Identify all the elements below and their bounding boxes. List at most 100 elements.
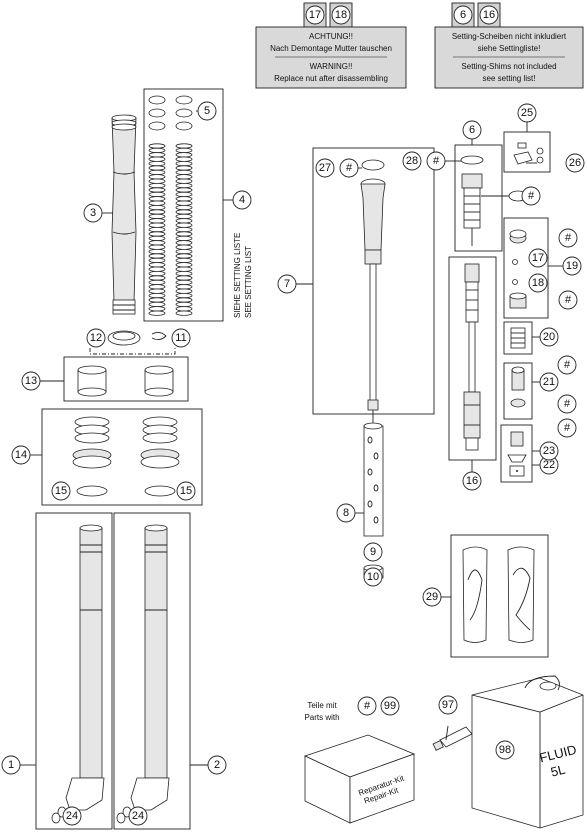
parts-with-hash: #: [364, 700, 371, 712]
fork-protector-tube: [111, 114, 137, 315]
notice-left-line-3: WARNING!!: [310, 62, 353, 71]
part-16-box: [448, 256, 497, 461]
parts-with-number: 99: [384, 700, 396, 712]
spring-coil-2: [175, 310, 193, 316]
repair-kit-box: Reparatur-Kit Repair-Kit: [303, 734, 416, 824]
part-19-box: [503, 217, 549, 319]
notice-left: 17 18 ACHTUNG!! Nach Demontage Mutter ta…: [255, 2, 407, 89]
notice-left-badge-1: 17: [309, 9, 321, 21]
callout-circle-c4: [232, 190, 252, 210]
notice-right-line-2: siehe Settingliste!: [478, 44, 541, 53]
bushings: [77, 365, 174, 397]
callout-label-c21: 21: [543, 376, 555, 388]
spring-coil-2: [175, 253, 193, 259]
spring-coil-2: [175, 284, 193, 290]
spring-coil-2: [175, 169, 193, 175]
callout-label-c20: 20: [543, 331, 555, 343]
spring-coil-2: [175, 231, 193, 237]
callout-label-c9: 9: [370, 546, 376, 558]
spring-coil-2: [175, 249, 193, 255]
callout-label-h21b: #: [564, 398, 571, 410]
callout-circle-c23: [539, 441, 559, 461]
callout-label-c29: 29: [426, 591, 438, 603]
fork-seals: [72, 416, 180, 497]
spring-coil-2: [175, 257, 193, 263]
notice-right-badge-2: 16: [483, 9, 495, 21]
notice-left-badge-2: 18: [335, 9, 347, 21]
spring-coil-2: [175, 183, 193, 189]
spring-coil-2: [175, 292, 193, 299]
notice-right-badge-1: 6: [460, 9, 466, 21]
fork-guards: [462, 546, 535, 643]
spring-coil-1: [148, 183, 166, 189]
perforated-tube: [363, 422, 384, 537]
parts-with-legend: Teile mit Parts with # 99: [304, 696, 400, 722]
callout-circle-c1: [1, 755, 21, 775]
fluid-can-line-2: 5L: [549, 762, 567, 780]
spring-coil-2: [175, 262, 193, 268]
callout-label-c25: 25: [521, 107, 533, 119]
callout-label-c24a: 24: [66, 810, 78, 822]
spring-coil-2: [175, 152, 193, 158]
part-6-box: [454, 144, 503, 252]
callout-label-c11: 11: [175, 332, 186, 344]
spring-coil-1: [148, 227, 166, 233]
spring-coil-2: [175, 147, 193, 153]
callout-circle-c17: [528, 248, 548, 268]
callout-label-c17: 17: [532, 252, 544, 264]
spring-coil-2: [175, 156, 193, 162]
callout-label-c4: 4: [239, 194, 245, 206]
notice-left-line-4: Replace nut after disassembling: [274, 74, 388, 83]
callout-label-c28: 28: [406, 155, 418, 167]
fork-fluid-can: FLUID 5L: [471, 675, 584, 829]
callout-circle-c18: [528, 273, 548, 293]
callout-label-c19: 19: [566, 260, 578, 272]
callout-circle-c5: [197, 101, 217, 121]
callout-circle-c14: [11, 445, 31, 465]
notice-right-line-4: see setting list!: [483, 74, 536, 83]
spring-coil-2: [175, 275, 193, 281]
bushings-box: [63, 356, 189, 402]
callout-circle-h6: [521, 186, 541, 206]
spring-coil-1: [148, 292, 166, 299]
callout-label-h6: #: [528, 190, 535, 202]
spring-coil-1: [148, 257, 166, 263]
spring-coil-2: [175, 218, 193, 224]
callout-circle-c16: [462, 471, 482, 491]
callout-circle-c25: [517, 103, 537, 123]
spring-coil-1: [148, 147, 166, 153]
spring-coil-2: [175, 174, 193, 180]
spring-coil-2: [175, 222, 193, 228]
spring-coil-1: [148, 297, 166, 303]
spring-coil-2: [175, 288, 193, 294]
grease-tube: [432, 726, 473, 751]
spring-coil-1: [148, 270, 166, 277]
spring-coil-2: [175, 270, 193, 277]
spring-coil-2: [175, 227, 193, 233]
seals-box: [41, 408, 203, 506]
notice-left-line-1: ACHTUNG!!: [309, 32, 353, 41]
parts-with-line-2: Parts with: [304, 713, 339, 722]
spring-retainer-rings: [148, 95, 193, 131]
spring-coil-2: [175, 161, 193, 167]
callout-circle-c7: [277, 274, 297, 294]
callout-label-c10: 10: [367, 571, 379, 583]
callout-label-c18: 18: [532, 277, 544, 289]
spring-coil-1: [148, 284, 166, 290]
callout-circle-h23: [557, 418, 577, 438]
spring-coil-1: [148, 306, 166, 312]
callout-circle-c28: [402, 151, 422, 171]
callout-circle-c11: [171, 328, 191, 348]
callout-circle-c29: [422, 587, 442, 607]
callout-label-c97: 97: [442, 699, 454, 711]
callout-circle-c27: [315, 158, 335, 178]
callout-label-c12: 12: [90, 332, 102, 344]
callout-label-c26: 26: [569, 157, 581, 169]
leader-lines: [20, 110, 563, 766]
compression-valve: [460, 155, 484, 246]
spring-coil-1: [148, 222, 166, 228]
spring-coil-1: [148, 279, 166, 285]
callout-circle-h28: [426, 151, 446, 171]
callout-label-c6: 6: [469, 124, 475, 136]
